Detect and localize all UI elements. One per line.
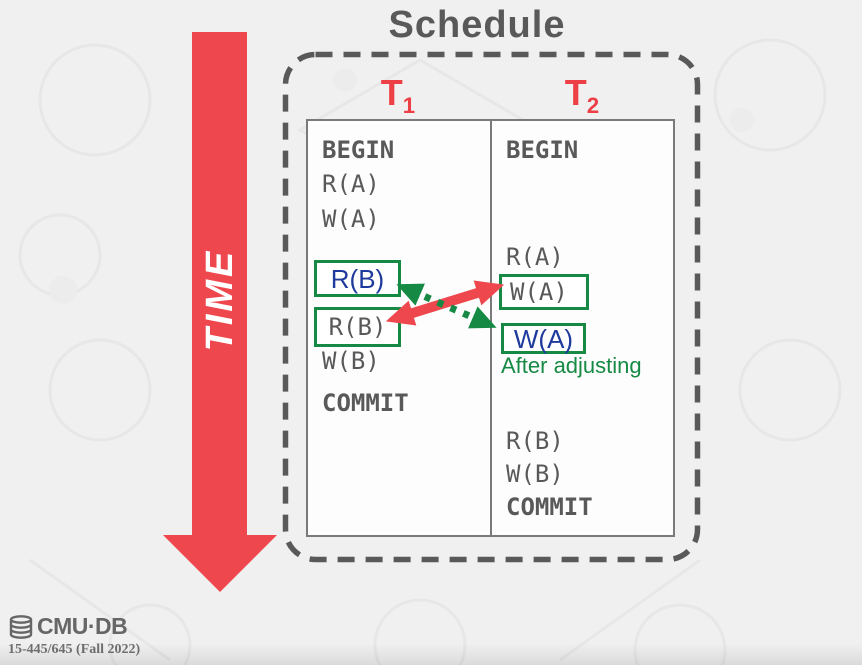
t2-adjusted-write-a-box: W(A): [501, 323, 586, 354]
column-divider: [490, 121, 492, 535]
t1-op-write-b: W(B): [322, 347, 380, 375]
t2-op-commit: COMMIT: [506, 493, 593, 521]
time-axis-label: TIME: [199, 248, 241, 352]
t1-op-read-a: R(A): [322, 170, 380, 198]
transaction-1-header: T1: [306, 72, 490, 119]
bottom-shade: [0, 643, 862, 665]
course-label: 15-445/645 (Fall 2022): [8, 642, 141, 657]
t1-op-begin: BEGIN: [322, 136, 395, 164]
time-arrow-head: [163, 535, 277, 592]
t2-write-a-box: W(A): [499, 274, 589, 310]
time-arrow-bar: [192, 32, 247, 535]
schedule-table: BEGIN R(A) W(A) R(B) R(B) W(B) COMMIT BE…: [306, 119, 675, 537]
t2-op-write-a: W(A): [510, 277, 568, 306]
t2-op-begin: BEGIN: [506, 136, 579, 164]
transaction-2-header: T2: [490, 72, 674, 119]
brand-text: CMU·DB: [37, 613, 128, 639]
t2-op-read-a: R(A): [506, 243, 564, 271]
t1-adjusted-read-b: R(B): [330, 263, 385, 294]
t2-subscript: 2: [586, 93, 600, 119]
t1-op-write-a: W(A): [322, 205, 380, 233]
footer: CMU·DB 15-445/645 (Fall 2022): [8, 613, 140, 658]
t1-subscript: 1: [402, 93, 416, 119]
t2-label: T: [564, 72, 587, 113]
t2-op-read-b: R(B): [506, 427, 564, 455]
t1-adjusted-read-b-box: R(B): [314, 260, 401, 297]
after-adjusting-annotation: After adjusting: [501, 353, 642, 378]
database-stack-icon: [9, 614, 33, 639]
t2-op-write-b: W(B): [506, 460, 564, 488]
t1-op-read-b: R(B): [328, 312, 387, 341]
t1-read-b-box: R(B): [314, 307, 401, 347]
t1-op-commit: COMMIT: [322, 389, 409, 417]
slide-title: Schedule: [388, 4, 566, 46]
t2-adjusted-write-a: W(A): [513, 323, 574, 354]
t1-label: T: [380, 72, 403, 113]
